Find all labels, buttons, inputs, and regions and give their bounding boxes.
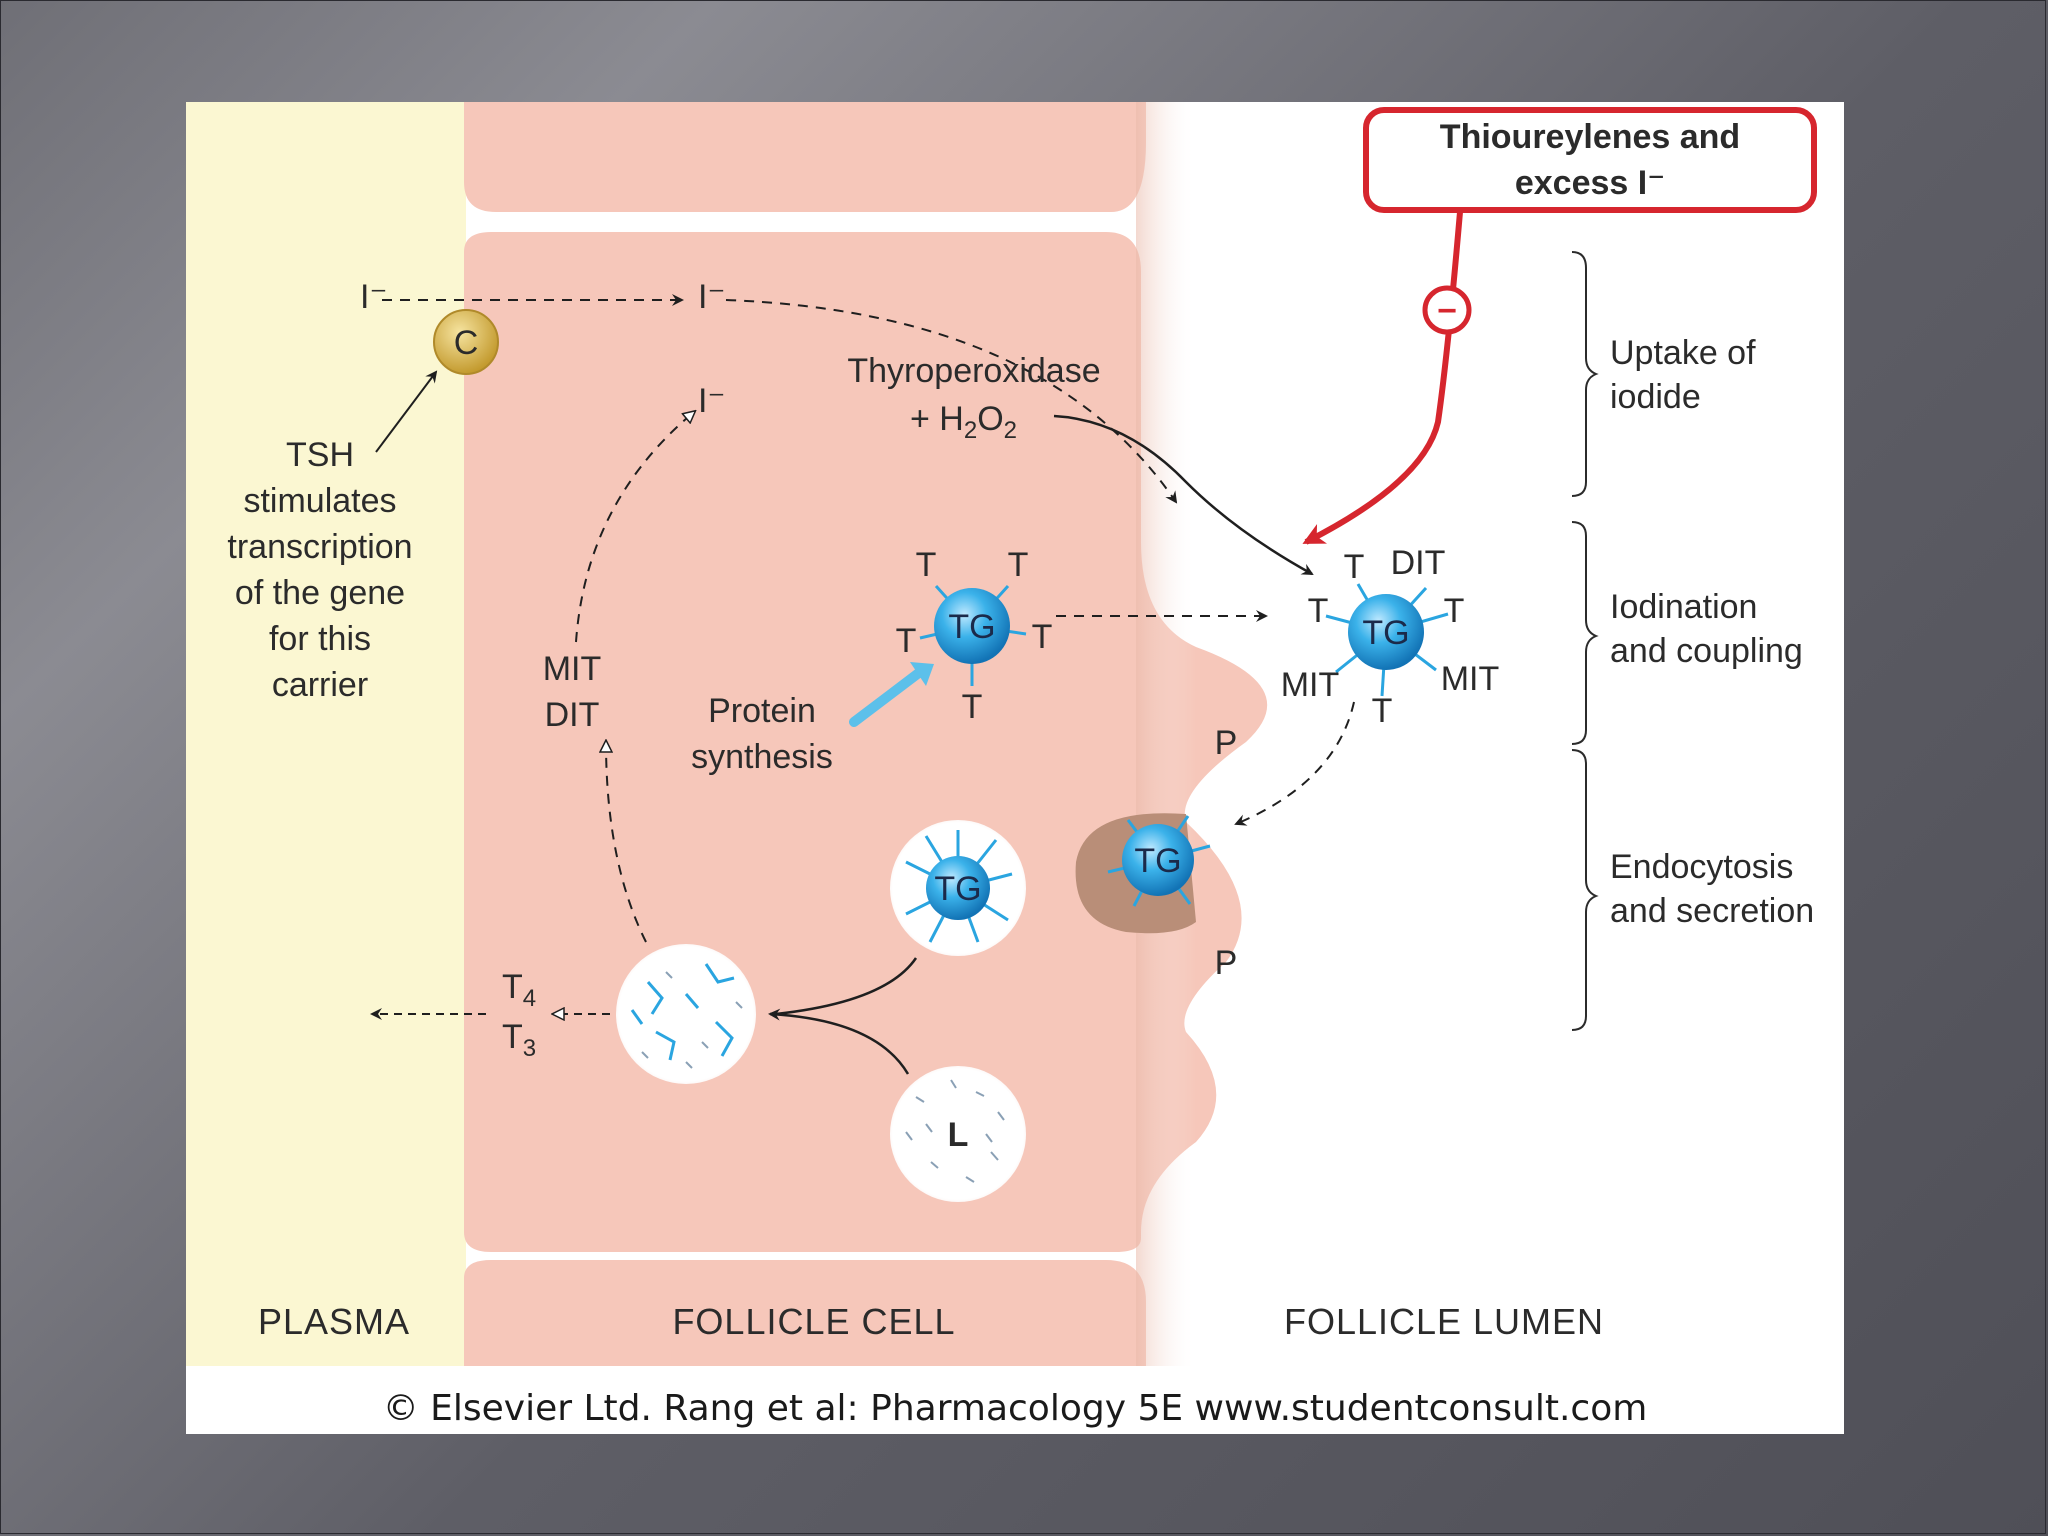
h2o2-label: + H2O2 [910, 400, 1017, 444]
tg-label: TG [934, 870, 981, 908]
stage-iodination-label: and coupling [1610, 632, 1803, 670]
phagolysosome [616, 944, 756, 1084]
tyrosine-label: T [1444, 592, 1465, 630]
iodide-recycled-label: I⁻ [698, 382, 725, 420]
tyrosine-label: T [896, 622, 917, 660]
follicle-cell [464, 102, 1267, 1366]
plasma-label: PLASMA [258, 1301, 410, 1342]
stage-braces [1572, 252, 1596, 1030]
tsh-note-line: of the gene [235, 574, 405, 612]
dit-label: DIT [1391, 544, 1446, 582]
inhibition-minus-symbol: − [1437, 292, 1457, 330]
follicle-cell-label: FOLLICLE CELL [672, 1301, 955, 1342]
inhibitor-line-2: excess I⁻ [1515, 164, 1665, 202]
iodide-plasma-label: I⁻ [360, 278, 387, 316]
tyrosine-label: T [916, 546, 937, 584]
protein-synthesis-label: synthesis [691, 738, 833, 776]
tg-label: TG [1362, 614, 1409, 652]
tyrosine-label: T [1008, 546, 1029, 584]
iodide-cell-label: I⁻ [698, 278, 725, 316]
tg-label: TG [1134, 842, 1181, 880]
tg-label: TG [948, 608, 995, 646]
stage-uptake-label: iodide [1610, 378, 1701, 416]
stage-endocytosis-label: Endocytosis [1610, 848, 1793, 886]
mit-label: MIT [1281, 666, 1340, 704]
mit-label: MIT [1441, 660, 1500, 698]
lysosome: L [890, 1066, 1026, 1202]
tsh-note-line: carrier [272, 666, 368, 704]
recycle-dit-label: DIT [545, 696, 600, 734]
tyrosine-label: T [1308, 592, 1329, 630]
colloid-vesicle: TG [890, 820, 1026, 956]
follicle-lumen-label: FOLLICLE LUMEN [1284, 1301, 1604, 1342]
tsh-note-line: for this [269, 620, 371, 658]
stage-endocytosis-label: and secretion [1610, 892, 1814, 930]
pseudopod-label: P [1215, 724, 1238, 762]
pseudopod-label: P [1215, 944, 1238, 982]
tyrosine-label: T [1032, 618, 1053, 656]
inhibitor-line-1: Thioureylenes and [1440, 118, 1740, 156]
thyroperoxidase-label: Thyroperoxidase [847, 352, 1100, 390]
tsh-note-line: TSH [286, 436, 354, 474]
protein-synthesis-label: Protein [708, 692, 816, 730]
tyrosine-label: T [1372, 692, 1393, 730]
lysosome-label: L [948, 1116, 969, 1154]
plasma-region [186, 102, 466, 1366]
copyright-caption: © Elsevier Ltd. Rang et al: Pharmacology… [186, 1384, 1844, 1434]
thyroid-hormone-diagram: PLASMA FOLLICLE CELL FOLLICLE LUMEN Thio… [186, 102, 1844, 1384]
carrier-label: C [454, 324, 479, 362]
tsh-note-line: stimulates [243, 482, 396, 520]
inhibition-arrow [1306, 212, 1460, 542]
tsh-note-line: transcription [227, 528, 412, 566]
figure-panel: PLASMA FOLLICLE CELL FOLLICLE LUMEN Thio… [186, 102, 1844, 1434]
stage-uptake-label: Uptake of [1610, 334, 1756, 372]
thyroglobulin-iodinated: TG T DIT T T MIT MIT T [1281, 544, 1500, 730]
tyrosine-label: T [962, 688, 983, 726]
recycle-mit-label: MIT [543, 650, 602, 688]
tyrosine-label: T [1344, 548, 1365, 586]
stage-iodination-label: Iodination [1610, 588, 1757, 626]
